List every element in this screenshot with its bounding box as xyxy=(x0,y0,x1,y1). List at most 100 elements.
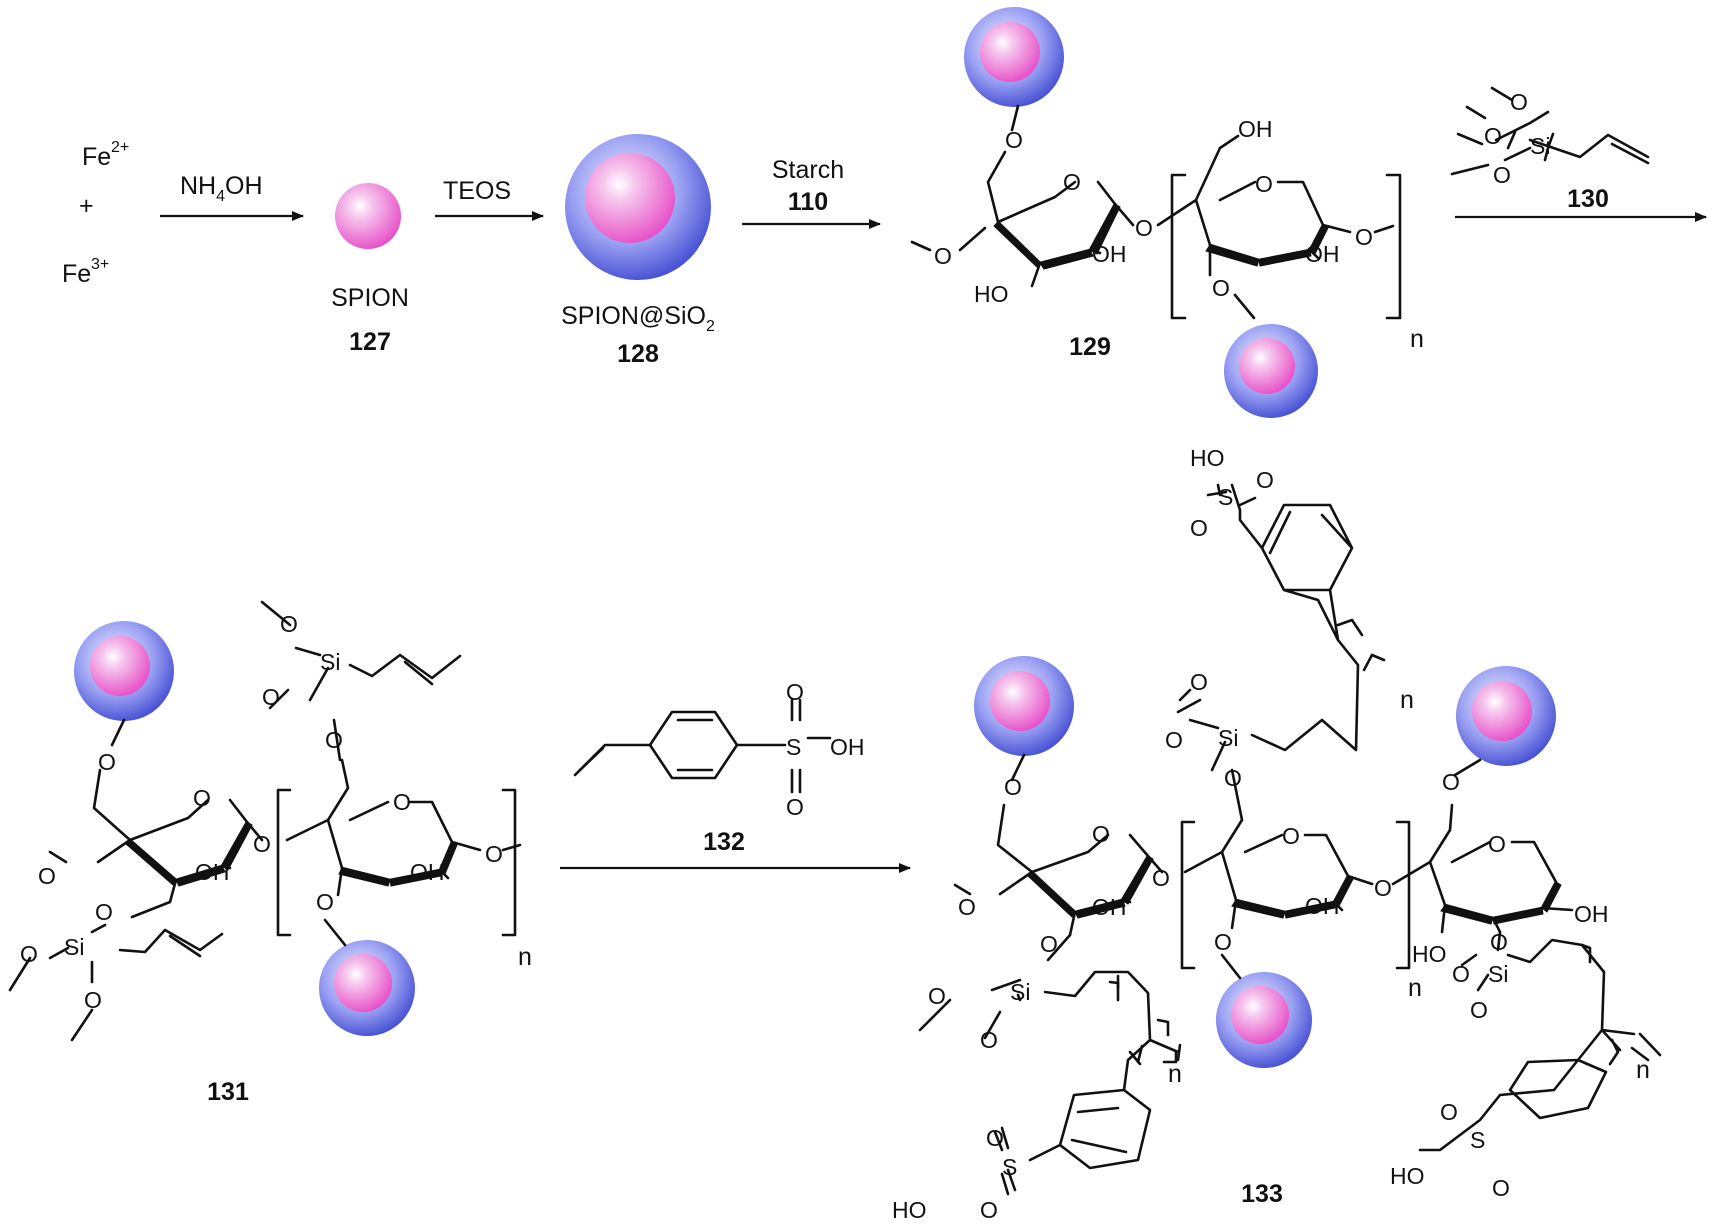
plus-sign: + xyxy=(79,192,94,220)
compound-130: O O Si O 130 xyxy=(1450,86,1707,222)
o-133-right-a: O xyxy=(1452,961,1470,987)
step2-arrow: TEOS xyxy=(435,177,544,221)
o-133-link-left: O xyxy=(1004,774,1022,800)
spion-particle xyxy=(335,183,401,249)
o-132-bottom: O xyxy=(786,794,804,820)
o-133-link-right: O xyxy=(1442,769,1460,795)
s-132: S xyxy=(786,734,801,760)
o-133-ring3: O xyxy=(1488,831,1506,857)
ho-133-right: HO xyxy=(1390,1163,1425,1189)
cmpd-128-number: 128 xyxy=(617,340,659,368)
nanoparticle-133-right xyxy=(1456,666,1556,766)
o-130-b: O xyxy=(1484,123,1502,149)
n-133-right: n xyxy=(1636,1056,1650,1084)
starch-label: Starch xyxy=(772,156,844,184)
oh-133-ring3: OH xyxy=(1574,901,1609,927)
cmpd-133-number: 133 xyxy=(1241,1180,1283,1208)
oh-132: OH xyxy=(830,734,865,760)
o-133-si-right-link: O xyxy=(1490,929,1508,955)
o-133-mid-b: O xyxy=(1165,727,1183,753)
spion-core xyxy=(585,153,675,243)
ho-133-left: HO xyxy=(892,1197,927,1223)
n-131: n xyxy=(518,943,532,971)
fe2-label: Fe xyxy=(82,143,111,171)
spion-sio2-sub: 2 xyxy=(706,318,715,335)
o-link-bottom: O xyxy=(1212,275,1230,301)
o-131-si-link: O xyxy=(95,899,113,925)
o-133-ring2: O xyxy=(1282,823,1300,849)
cmpd-131-number: 131 xyxy=(207,1078,249,1106)
nanoparticle-131-top xyxy=(74,621,174,721)
o-133-ome: O xyxy=(958,894,976,920)
oh-131-ringA: OH xyxy=(195,859,230,885)
spion-sio2-128: SPION@SiO2 128 xyxy=(561,134,715,368)
si-131-top: Si xyxy=(320,649,340,675)
si-131-bottom: Si xyxy=(64,934,84,960)
o-131-glyc2: O xyxy=(485,841,503,867)
o-link-top: O xyxy=(1005,127,1023,153)
o-133-si-mid-link: O xyxy=(1224,765,1242,791)
oh-ring1: OH xyxy=(1092,241,1127,267)
o-133-top-so3-a: O xyxy=(1256,467,1274,493)
s-133-top: S xyxy=(1218,484,1233,510)
oh-133-ring1: OH xyxy=(1092,894,1127,920)
oh-ring2: OH xyxy=(1305,241,1340,267)
step3-arrow: Starch 110 xyxy=(742,156,881,229)
o-132-top: O xyxy=(786,679,804,705)
o-ring2: O xyxy=(1255,171,1273,197)
o-131-bot-b: O xyxy=(84,987,102,1013)
oh-131-ringB: OH xyxy=(410,859,445,885)
compound-129: O O O O OH HO O OH OH O O n 129 xyxy=(910,7,1424,418)
oh-133-ring2: OH xyxy=(1305,893,1340,919)
nh4oh-sub: 4 xyxy=(216,188,225,205)
o-133-left-b: O xyxy=(980,1027,998,1053)
o-131-top-b: O xyxy=(262,684,280,710)
compound-132: S O O OH 132 xyxy=(560,679,911,873)
o-133-glyc1: O xyxy=(1152,865,1170,891)
o-131-top-a: O xyxy=(280,611,298,637)
oh-ch2-ring2: OH xyxy=(1238,116,1273,142)
o-131-si-top-link: O xyxy=(325,727,343,753)
ho-133-top: HO xyxy=(1190,445,1225,471)
fe3-charge: 3+ xyxy=(91,256,109,273)
nanoparticle-133-left xyxy=(974,656,1074,756)
svg-text:NH4OH: NH4OH xyxy=(180,172,263,205)
o-glycosidic-2: O xyxy=(1355,224,1373,250)
n-133-top: n xyxy=(1400,686,1414,714)
cmpd-129-number: 129 xyxy=(1069,333,1111,361)
compound-133: O O O O OH O Si O O n O S HO O O OH O O … xyxy=(892,445,1662,1223)
o-133-ring1: O xyxy=(1092,821,1110,847)
svg-text:SPION@SiO2: SPION@SiO2 xyxy=(561,302,715,335)
cmpd-130-number: 130 xyxy=(1567,185,1609,213)
cmpd-132-number: 132 xyxy=(703,828,745,856)
o-133-top-so3-b: O xyxy=(1190,515,1208,541)
o-131-glyc1: O xyxy=(253,831,271,857)
o-131-top-link: O xyxy=(98,749,116,775)
o-133-so3-right-a: O xyxy=(1440,1099,1458,1125)
o-130-a: O xyxy=(1510,89,1528,115)
n-133-center: n xyxy=(1408,974,1422,1002)
o-ome-129: O xyxy=(934,243,952,269)
s-133-left: S xyxy=(1002,1154,1017,1180)
spion-name: SPION xyxy=(331,284,409,312)
compound-131: O O O O OH O O OH O O O Si O O Si O O n … xyxy=(8,600,532,1106)
o-133-so3-left-a: O xyxy=(986,1125,1004,1151)
iron-salts: Fe 2+ + Fe 3+ xyxy=(62,139,129,288)
nh4oh-post: OH xyxy=(225,172,263,200)
o-133-si-left-link: O xyxy=(1040,931,1058,957)
nanoparticle-top xyxy=(964,7,1064,107)
o-131-ringB: O xyxy=(393,789,411,815)
cmpd-127-number: 127 xyxy=(349,328,391,356)
step1-arrow: NH4OH xyxy=(160,172,304,221)
o-133-left-a: O xyxy=(928,983,946,1009)
si-133-mid: Si xyxy=(1218,725,1238,751)
nh4oh-pre: NH xyxy=(180,172,216,200)
n-129: n xyxy=(1410,325,1424,353)
o-131-ringA: O xyxy=(193,785,211,811)
s-133-right: S xyxy=(1470,1127,1485,1153)
fe2-charge: 2+ xyxy=(111,139,129,156)
o-133-so3-right-b: O xyxy=(1492,1175,1510,1201)
o-133-right-b: O xyxy=(1470,997,1488,1023)
teos-label: TEOS xyxy=(443,177,511,205)
si-130: Si xyxy=(1530,133,1550,159)
